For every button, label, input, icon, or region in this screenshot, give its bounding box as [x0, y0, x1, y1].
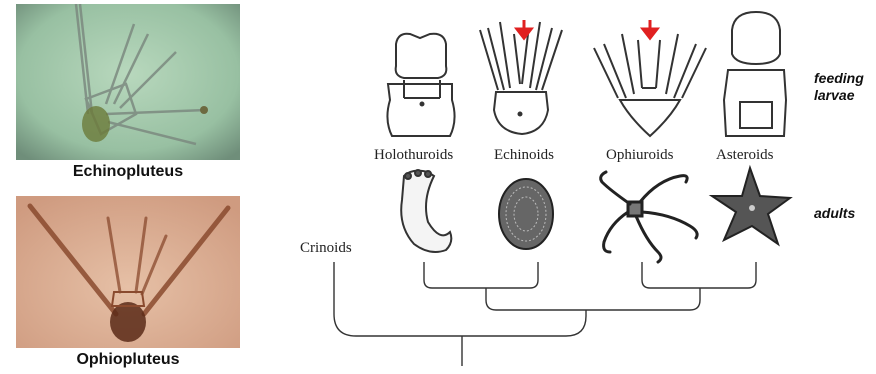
clade-holothuroid-echinoid: [424, 262, 538, 288]
clade-ophiuroid-asteroid: [642, 262, 756, 288]
holothuroid-larva-drawing: [387, 34, 454, 136]
feeding-larvae-label: feeding larvae: [814, 70, 864, 104]
phylogeny-tree: [334, 262, 756, 366]
holothuroid-adult-drawing: [401, 170, 451, 252]
echinoid-adult-drawing: [499, 179, 553, 249]
asteroid-larva-drawing: [724, 12, 786, 136]
label-asteroids: Asteroids: [716, 147, 774, 164]
ophiuroid-arrow-head: [643, 29, 657, 38]
asteroid-adult-drawing: [712, 168, 790, 244]
clade-eleutherozoa: [486, 288, 700, 310]
echinoid-larva-drawing: [480, 22, 562, 134]
feeding-label-line1: feeding: [814, 70, 864, 87]
ophiuroid-adult-drawing: [601, 172, 697, 262]
label-crinoids: Crinoids: [300, 240, 352, 257]
label-holothuroids: Holothuroids: [374, 147, 453, 164]
feeding-label-line2: larvae: [814, 87, 864, 104]
adults-label: adults: [814, 205, 855, 222]
ophiuroid-larva-drawing: [594, 34, 706, 136]
label-echinoids: Echinoids: [494, 147, 554, 164]
clade-echinodermata: [334, 262, 586, 336]
echinoid-arrow-head: [517, 29, 531, 38]
label-ophiuroids: Ophiuroids: [606, 147, 674, 164]
